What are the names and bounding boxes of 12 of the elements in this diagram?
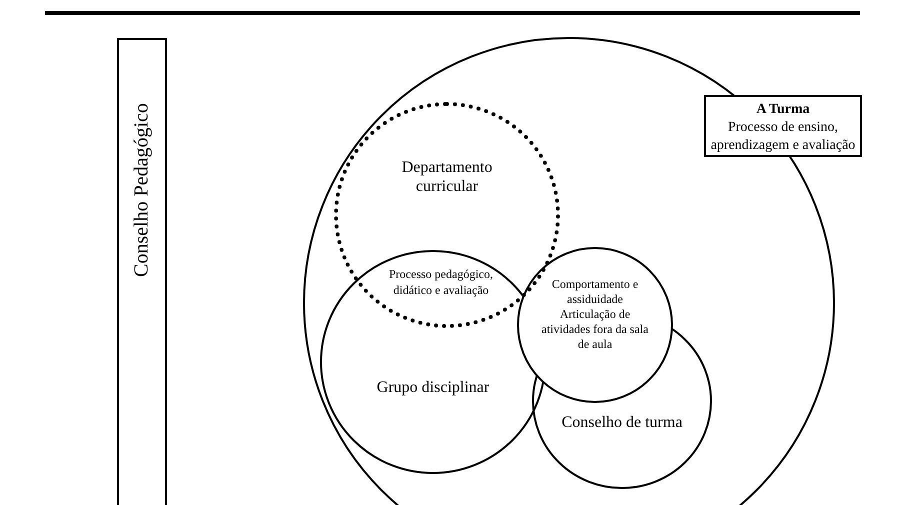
- circle-text: Articulação de atividades fora da sala de aula: [540, 307, 650, 352]
- circle-text: Conselho de turma: [562, 413, 682, 432]
- vertical-label: Conselho Pedagógico: [130, 103, 154, 277]
- inner-circle: [517, 247, 673, 403]
- circle-text: Departamento curricular: [400, 158, 494, 196]
- box-text: Processo de ensino, aprendizagem e avaliação: [710, 119, 856, 155]
- vertical-label-box: [117, 38, 167, 505]
- box-heading: A Turma: [755, 101, 811, 119]
- class-box: [704, 95, 862, 157]
- overlap-text: Processo pedagógico, didático e avaliação: [388, 266, 494, 298]
- circle-text: Grupo disciplinar: [376, 378, 490, 397]
- circle-text: Comportamento e assiduidade: [550, 277, 640, 307]
